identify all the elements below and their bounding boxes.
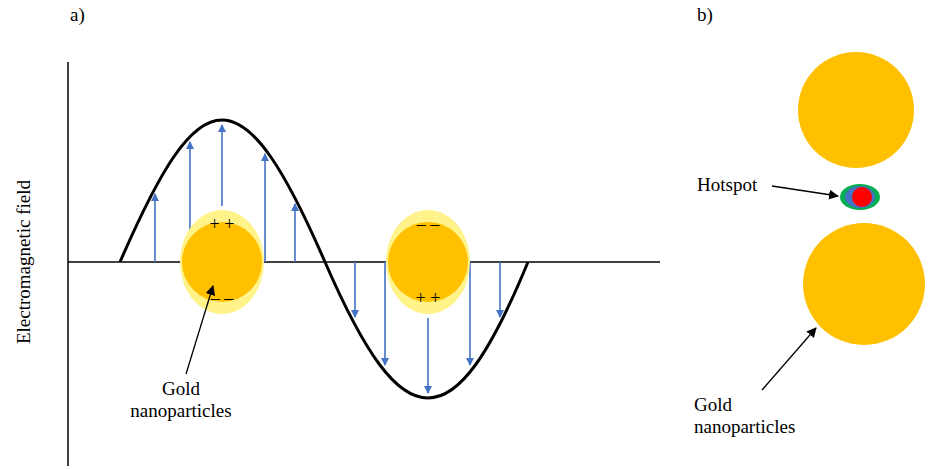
gold-nanoparticle — [180, 210, 264, 314]
leader-line — [772, 186, 838, 196]
charge-sign: + + — [398, 287, 458, 309]
part-label: Hotspot — [697, 174, 771, 196]
gold-nanoparticle — [386, 210, 470, 314]
x-axis — [68, 261, 660, 263]
part-label: Gold nanoparticles — [694, 394, 812, 438]
y-axis — [67, 62, 69, 466]
charge-sign: – – — [192, 287, 252, 309]
gold-nanoparticle — [803, 223, 925, 345]
panel-label: b) — [697, 4, 737, 26]
axis-label: Electromagnetic field — [13, 132, 35, 392]
panel-label: a) — [70, 4, 110, 26]
wave-curve — [120, 120, 528, 398]
leader-line — [762, 328, 816, 390]
field-arrows — [155, 125, 500, 393]
part-label: Gold nanoparticles — [122, 378, 240, 422]
charge-sign: – – — [398, 213, 458, 235]
charge-sign: + + — [192, 213, 252, 235]
gold-nanoparticle — [798, 52, 914, 168]
hotspot — [840, 184, 880, 210]
leader-line — [186, 286, 213, 374]
